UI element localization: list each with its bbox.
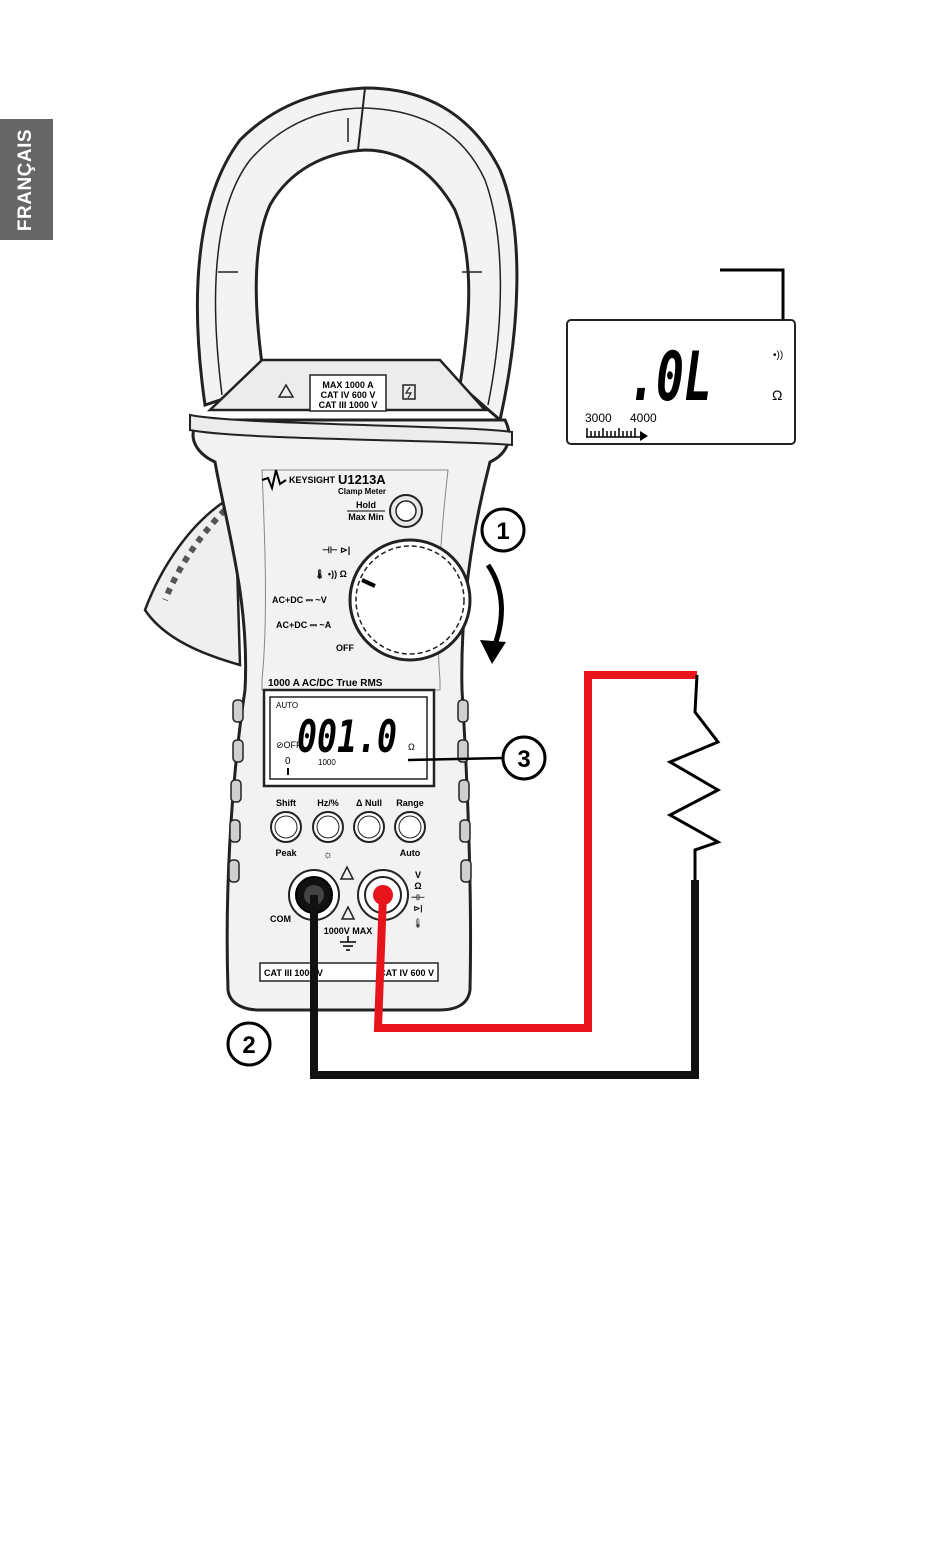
lcd-bar-start: 0 — [285, 756, 291, 767]
lcd-unit: Ω — [408, 742, 415, 752]
inset-bar-start: 3000 — [585, 411, 612, 425]
jack-symbol-temp: 🌡 — [412, 918, 423, 929]
dial-pos-ohm: 🌡 •)) Ω — [314, 569, 347, 579]
btn-null-label: Δ Null — [356, 798, 382, 808]
callout-2: 2 — [228, 1023, 270, 1065]
rating-line-3: CAT III 1000 V — [319, 400, 378, 410]
cat-right-label: CAT IV 600 V — [379, 968, 434, 978]
dial-pos-volt: AC+DC ⎓ ~V — [272, 595, 327, 605]
front-label: 1000 A AC/DC True RMS — [268, 678, 383, 689]
resistor — [670, 675, 718, 880]
callout-1: 1 — [482, 509, 524, 551]
dial-pos-off: OFF — [336, 643, 354, 653]
jack-symbol-diode: ⊳| — [414, 904, 423, 913]
com-label: COM — [270, 914, 291, 924]
inset-bar-end: 4000 — [630, 411, 657, 425]
resistor-icon — [670, 675, 718, 880]
model-subtitle: Clamp Meter — [338, 487, 386, 496]
max-voltage-label: 1000V MAX — [324, 926, 373, 936]
inset-buzzer-icon: •)) — [773, 350, 783, 361]
model-number: U1213A — [338, 472, 386, 487]
dial-pos-diode-cap: ⊣⊢ ⊳| — [322, 545, 350, 555]
rating-line-1: MAX 1000 A — [322, 380, 374, 390]
btn-shift-label: Shift — [276, 798, 296, 808]
maxmin-label: Max Min — [348, 512, 384, 522]
btn-peak-label: Peak — [275, 848, 297, 858]
btn-hz-label: Hz/% — [317, 798, 339, 808]
callout-2-label: 2 — [242, 1032, 255, 1059]
brand-name: KEYSIGHT — [289, 475, 336, 485]
btn-range-label: Range — [396, 798, 424, 808]
lcd-reading: 001.0 — [297, 712, 397, 763]
lcd-apo: ⊘OFF — [276, 740, 302, 750]
backlight-icon: ☼ — [323, 849, 333, 861]
lcd-mode: AUTO — [276, 701, 298, 710]
main-lcd: AUTO 001.0 Ω ⊘OFF 0 1000 — [264, 690, 434, 786]
jack-symbol-v: V — [415, 870, 421, 880]
callout-3-label: 3 — [517, 746, 530, 773]
jack-symbol-cap: ⊣⊢ — [411, 892, 425, 902]
rating-line-2: CAT IV 600 V — [321, 390, 376, 400]
jack-symbol-ohm: Ω — [414, 881, 421, 891]
lcd-bar-end: 1000 — [318, 758, 336, 767]
rotate-arrow-icon — [488, 565, 501, 650]
inset-lcd: .0L •)) Ω 3000 4000 — [567, 270, 795, 444]
dial-pos-amp: AC+DC ⎓ ~A — [276, 620, 332, 630]
hold-label: Hold — [356, 500, 376, 510]
callout-1-label: 1 — [496, 518, 509, 545]
cat-rating-strip: CAT III 1000 V CAT IV 600 V — [260, 963, 438, 981]
rotary-dial[interactable] — [350, 540, 470, 660]
inset-reading: .0L — [628, 338, 712, 417]
inset-unit: Ω — [772, 387, 782, 403]
btn-auto-label: Auto — [400, 848, 421, 858]
